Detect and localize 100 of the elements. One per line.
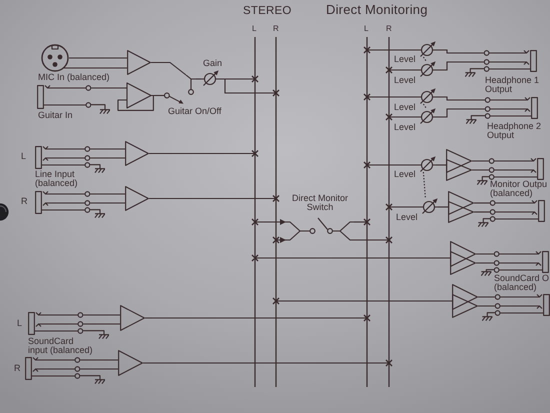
wire — [69, 57, 127, 59]
jack-socket-symbol — [484, 50, 537, 72]
wire — [63, 67, 127, 69]
part-label: Level — [394, 103, 416, 112]
jack-socket-symbol — [495, 294, 550, 316]
wire — [90, 157, 125, 159]
part-label: Monitor Outpu (balanced) — [490, 180, 548, 199]
wire — [367, 164, 418, 166]
part-label: Level — [394, 123, 416, 132]
wire — [474, 211, 490, 213]
potentiometer-symbol — [201, 70, 219, 86]
wire — [90, 148, 125, 150]
part-label: Guitar On/Off — [168, 107, 222, 116]
amplifier-symbol — [125, 141, 149, 166]
wire — [255, 257, 450, 259]
channel-letter: L — [17, 319, 22, 328]
potentiometer-symbol — [418, 156, 436, 172]
wire — [149, 198, 276, 200]
wire — [91, 87, 117, 89]
wire — [80, 359, 118, 361]
jack-socket-symbol — [485, 97, 538, 119]
wire — [476, 253, 494, 255]
channel-letter: R — [21, 197, 28, 206]
wire — [436, 61, 484, 71]
wire — [472, 160, 489, 162]
part-label: Direct Monitor Switch — [291, 194, 349, 213]
amplifier-symbol — [117, 82, 155, 112]
part-label: Headphone 2 Output — [487, 122, 542, 141]
balanced-driver-symbol — [452, 284, 478, 318]
channel-letter: L — [364, 25, 368, 34]
gang-link-line — [422, 104, 427, 108]
wire — [367, 49, 418, 51]
signal-arrow — [255, 219, 286, 225]
wire — [145, 317, 367, 319]
xlr-connector-symbol — [41, 44, 69, 72]
wire — [389, 206, 420, 208]
wire — [90, 202, 125, 204]
wire — [83, 323, 120, 325]
amplifier-symbol — [127, 50, 151, 75]
wire — [196, 78, 201, 80]
wire — [478, 296, 495, 298]
balanced-driver-symbol — [448, 191, 474, 223]
part-label: Level — [396, 213, 418, 222]
part-label: Guitar In — [38, 111, 73, 120]
bus-line — [385, 37, 393, 387]
section-heading: Direct Monitoring — [326, 3, 428, 18]
wire — [436, 49, 484, 54]
wire — [474, 202, 490, 204]
potentiometer-symbol — [418, 88, 436, 104]
part-label: Level — [394, 76, 416, 86]
part-label: Line Input (balanced) — [35, 170, 79, 189]
balanced-driver-symbol — [446, 149, 472, 181]
part-label: SoundCard O (balanced) — [494, 274, 550, 293]
jack-socket-symbol — [489, 158, 544, 180]
wire — [219, 78, 276, 94]
part-label: Level — [394, 55, 416, 64]
part-label: Level — [394, 170, 416, 180]
wire — [436, 96, 485, 101]
balanced-driver-symbol — [450, 241, 476, 275]
jack-socket-symbol — [35, 146, 90, 169]
channel-letter: R — [386, 25, 392, 34]
potentiometer-symbol — [418, 108, 436, 124]
channel-letter: R — [273, 25, 279, 34]
jack-socket-symbol — [37, 85, 91, 109]
potentiometer-symbol — [418, 41, 436, 57]
channel-letter: L — [252, 25, 256, 34]
wire — [276, 300, 452, 302]
amplifier-symbol — [118, 350, 143, 376]
jack-socket-symbol — [35, 191, 90, 214]
wire — [143, 362, 389, 364]
section-heading: STEREO — [243, 5, 292, 18]
part-label: Headphone 1 Output — [485, 76, 540, 95]
bus-line — [363, 37, 371, 387]
wire — [436, 108, 485, 118]
channel-letter: L — [21, 152, 26, 162]
wire — [155, 94, 164, 96]
signal-arrow — [276, 237, 286, 243]
wire — [478, 305, 495, 307]
wire — [367, 96, 418, 98]
switch-symbol — [164, 75, 196, 106]
gang-link-line — [422, 56, 427, 62]
wire — [476, 262, 494, 264]
wire — [80, 368, 118, 370]
gang-link-line — [422, 172, 426, 198]
wire — [90, 193, 125, 195]
wire — [389, 69, 418, 71]
amplifier-symbol — [120, 305, 145, 331]
wire — [149, 152, 255, 154]
wire — [354, 221, 367, 223]
channel-letter: R — [14, 364, 20, 374]
jack-socket-symbol — [28, 312, 83, 335]
part-label: Gain — [203, 59, 222, 68]
bus-line — [251, 37, 259, 387]
wire — [472, 169, 489, 171]
part-label: SoundCard input (balanced) — [28, 337, 93, 356]
amplifier-symbol — [125, 186, 149, 211]
wire — [354, 239, 389, 241]
part-label: MIC In (balanced) — [38, 73, 110, 82]
potentiometer-symbol — [420, 198, 438, 214]
wire — [436, 164, 446, 166]
